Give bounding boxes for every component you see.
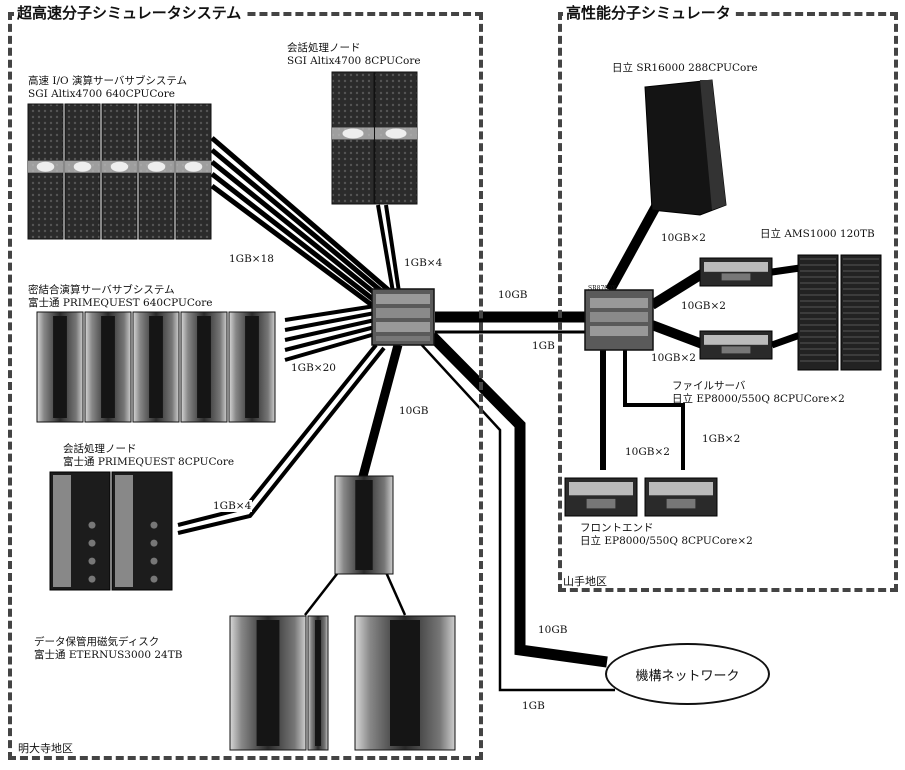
primequest-login-label-line1: 会話処理ノード <box>63 443 137 455</box>
fileserver-label-line2: 日立 EP8000/550Q 8CPUCore×2 <box>672 393 845 405</box>
link-label-altix-io: 1GB×18 <box>228 253 275 265</box>
primequest-login-server-image <box>49 471 173 591</box>
link-label-cross-10g: 10GB <box>497 289 529 301</box>
link-label-altix-login: 1GB×4 <box>403 257 444 269</box>
cable-altix-io <box>210 136 394 323</box>
right-region <box>558 12 898 592</box>
primequest-label-line2: 富士通 PRIMEQUEST 640CPUCore <box>28 297 213 309</box>
ams1000-label-line1: 日立 AMS1000 120TB <box>760 228 875 240</box>
altix-login-server-image <box>331 71 418 205</box>
frontend-label-line1: フロントエンド <box>580 522 654 534</box>
left-region-title: 超高速分子シミュレータシステム <box>14 2 245 23</box>
fileserver-image <box>699 257 773 360</box>
cable-altix-login <box>376 204 401 293</box>
cable-network <box>419 332 615 692</box>
frontend-label: フロントエンド 日立 EP8000/550Q 8CPUCore×2 <box>580 522 753 548</box>
right-switch-icon <box>584 289 654 351</box>
ams1000-image <box>797 254 882 371</box>
fileserver-label-line1: ファイルサーバ <box>672 380 746 392</box>
cable-ams <box>770 264 802 349</box>
primequest-login-label-line2: 富士通 PRIMEQUEST 8CPUCore <box>63 456 235 468</box>
right-switch-label: SR8700X <box>588 285 616 292</box>
altix-io-label-line2: SGI Altix4700 640CPUCore <box>28 88 175 100</box>
right-region-area: 山手地区 <box>563 575 607 588</box>
cable-primequest <box>284 304 376 362</box>
frontend-label-line2: 日立 EP8000/550Q 8CPUCore×2 <box>580 535 753 547</box>
link-label-fileserver-a: 10GB×2 <box>680 300 727 312</box>
link-label-frontend-b: 1GB×2 <box>701 433 742 445</box>
primequest-label-line1: 密結合演算サーバサブシステム <box>28 284 175 296</box>
sr16000-label-line1: 日立 SR16000 288CPUCore <box>612 62 758 74</box>
link-label-primequest-login: 1GB×4 <box>212 500 253 512</box>
eternus-label-line2: 富士通 ETERNUS3000 24TB <box>34 649 183 661</box>
sr16000-image <box>644 79 727 216</box>
link-label-network-1g: 1GB <box>521 700 546 712</box>
institute-network-label: 機構ネットワーク <box>635 668 740 684</box>
link-label-network-10g: 10GB <box>537 624 569 636</box>
sr16000-label: 日立 SR16000 288CPUCore <box>612 62 758 75</box>
altix-login-label: 会話処理ノード SGI Altix4700 8CPUCore <box>287 42 421 68</box>
cable-eternus <box>304 569 407 616</box>
cable-frontend <box>600 348 685 470</box>
primequest-server-image <box>36 311 276 423</box>
central-switch-icon <box>371 288 435 346</box>
institute-network-node: 機構ネットワーク <box>605 643 770 705</box>
altix-login-label-line1: 会話処理ノード <box>287 42 361 54</box>
altix-io-server-image <box>27 103 212 240</box>
ams1000-label: 日立 AMS1000 120TB <box>760 228 875 241</box>
left-region <box>8 12 483 760</box>
right-switch-label-line1: SR8700X <box>588 285 617 292</box>
storage-tower-image <box>334 475 394 575</box>
cable-fileserver <box>649 267 708 350</box>
altix-login-label-line2: SGI Altix4700 8CPUCore <box>287 55 421 67</box>
eternus-label: データ保管用磁気ディスク 富士通 ETERNUS3000 24TB <box>34 636 182 662</box>
eternus-disk-image <box>229 615 456 751</box>
altix-io-label: 高速 I/O 演算サーバサブシステム SGI Altix4700 640CPUC… <box>28 75 187 101</box>
eternus-label-line1: データ保管用磁気ディスク <box>34 636 160 648</box>
fileserver-label: ファイルサーバ 日立 EP8000/550Q 8CPUCore×2 <box>672 380 845 406</box>
link-label-frontend-a: 10GB×2 <box>624 446 671 458</box>
altix-io-label-line1: 高速 I/O 演算サーバサブシステム <box>28 75 188 87</box>
left-region-area: 明大寺地区 <box>18 742 73 755</box>
link-label-cross-1g: 1GB <box>531 340 556 352</box>
link-label-sr16000: 10GB×2 <box>660 232 707 244</box>
link-label-primequest: 1GB×20 <box>290 362 337 374</box>
link-label-fileserver-b: 10GB×2 <box>650 352 697 364</box>
frontend-image <box>564 477 718 517</box>
cable-down-10g <box>357 343 403 482</box>
primequest-login-label: 会話処理ノード 富士通 PRIMEQUEST 8CPUCore <box>63 443 234 469</box>
right-region-title: 高性能分子シミュレータ <box>563 2 734 23</box>
link-label-down-10g: 10GB <box>398 405 430 417</box>
primequest-label: 密結合演算サーバサブシステム 富士通 PRIMEQUEST 640CPUCore <box>28 284 212 310</box>
